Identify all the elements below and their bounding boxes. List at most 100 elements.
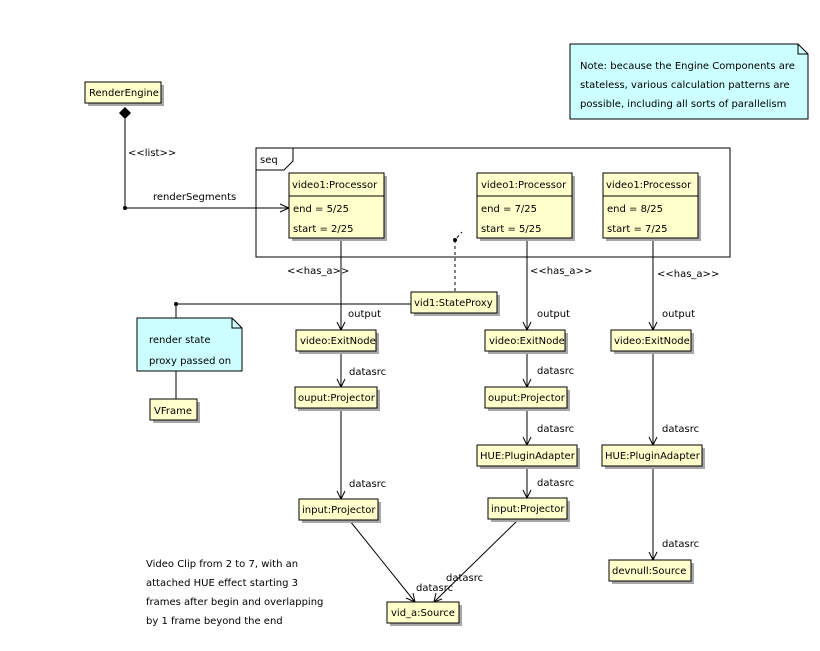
note-fold [797, 44, 808, 55]
processor-2: video1:Processor end = 7/25 start = 5/25 [476, 172, 575, 241]
has-a-label-1: <<has_a>> [287, 266, 349, 277]
edge-labels: <<list>> renderSegments <<has_a>> <<has_… [128, 148, 719, 594]
box [484, 386, 568, 409]
box [149, 398, 198, 421]
note-shape [136, 317, 243, 372]
vframe-box: VFrame [149, 398, 200, 423]
box [610, 329, 692, 352]
vid-a-source: vid_a:Source [386, 601, 462, 626]
note-line-3: possible, including all sorts of paralle… [580, 99, 786, 110]
exit-node-1: video:ExitNode [295, 329, 379, 354]
devnull-source-label: devnull:Source [612, 566, 686, 577]
frame-tab [256, 148, 294, 171]
hue-plugin-adapter-3: HUE:PluginAdapter [601, 444, 705, 469]
has-a-label-2: <<has_a>> [530, 266, 592, 277]
processor-3: video1:Processor end = 8/25 start = 7/25 [602, 172, 701, 241]
hue-adapter-label: HUE:PluginAdapter [605, 451, 701, 462]
box [298, 498, 379, 521]
note-line-1: render state [149, 335, 211, 346]
exit-node-label: video:ExitNode [614, 336, 690, 347]
render-engine-label: RenderEngine [89, 88, 159, 99]
box [484, 329, 566, 352]
datasrc-label: datasrc [537, 478, 574, 489]
note-line-1: Note: because the Engine Components are [580, 61, 795, 72]
processor-title: video1:Processor [292, 180, 378, 191]
box [294, 386, 378, 409]
box [476, 444, 578, 467]
state-proxy-label: vid1:StateProxy [414, 298, 493, 309]
datasrc-label: datasrc [349, 479, 386, 490]
aggregation-diamond [119, 107, 131, 119]
box [386, 601, 460, 624]
vframe-label: VFrame [154, 406, 192, 417]
seq-frame: seq [255, 147, 731, 258]
clip-caption: Video Clip from 2 to 7, with an attached… [146, 559, 323, 627]
datasrc-label: datasrc [662, 539, 699, 550]
box [288, 172, 385, 239]
exit-node-2: video:ExitNode [484, 329, 568, 354]
junction-dot [174, 302, 178, 306]
input1-to-source [349, 520, 416, 603]
box [601, 444, 703, 467]
input-projector-label: input:Projector [491, 504, 565, 515]
processor-title: video1:Processor [606, 180, 692, 191]
input-projector-label: input:Projector [302, 505, 376, 516]
exit-node-label: video:ExitNode [300, 336, 376, 347]
has-a-label-3: <<has_a>> [657, 269, 719, 280]
box [476, 172, 573, 239]
state-proxy-box: vid1:StateProxy [410, 291, 500, 316]
caption-line-2: attached HUE effect starting 3 [146, 578, 298, 589]
processor-end: end = 7/25 [481, 204, 537, 215]
processor-title: video1:Processor [481, 180, 567, 191]
engine-components-note: Note: because the Engine Components are … [569, 43, 809, 120]
exit-node-3: video:ExitNode [610, 329, 694, 354]
junction-dot [453, 238, 457, 242]
output-label-1: output [348, 309, 381, 320]
input-projector-1: input:Projector [298, 498, 381, 523]
input-projector-2: input:Projector [487, 497, 570, 522]
caption-line-1: Video Clip from 2 to 7, with an [146, 559, 298, 570]
render-engine-box: RenderEngine [84, 81, 164, 106]
list-stereotype: <<list>> [128, 148, 176, 159]
processor-start: start = 5/25 [481, 224, 541, 235]
frame-label: seq [260, 155, 278, 166]
frame-border [255, 147, 731, 258]
processor-start: start = 2/25 [293, 224, 353, 235]
processor-end: end = 5/25 [293, 204, 349, 215]
input2-to-source [433, 519, 519, 603]
output-label-3: output [662, 309, 695, 320]
caption-line-4: by 1 frame beyond the end [146, 616, 283, 627]
box [295, 329, 377, 352]
caption-line-3: frames after begin and overlapping [146, 597, 323, 608]
processor-end: end = 8/25 [607, 204, 663, 215]
processor-1: video1:Processor end = 5/25 start = 2/25 [288, 172, 387, 241]
datasrc-label: datasrc [349, 367, 386, 378]
output-label-2: output [537, 309, 570, 320]
datasrc-label: datasrc [416, 583, 453, 594]
devnull-source: devnull:Source [608, 559, 694, 584]
hue-plugin-adapter-2: HUE:PluginAdapter [476, 444, 580, 469]
box [410, 291, 498, 314]
note-line-2: stateless, various calculation patterns … [580, 80, 790, 91]
note-fold [231, 318, 242, 329]
junction-dot [123, 206, 127, 210]
note-shape [569, 43, 809, 120]
ouput-projector-label: ouput:Projector [298, 393, 376, 404]
datasrc-label: datasrc [662, 424, 699, 435]
processor-start: start = 7/25 [607, 224, 667, 235]
datasrc-label: datasrc [537, 366, 574, 377]
ouput-projector-2: ouput:Projector [484, 386, 570, 411]
ouput-projector-1: ouput:Projector [294, 386, 380, 411]
box [84, 81, 162, 104]
datasrc-label: datasrc [446, 573, 483, 584]
vid-a-source-label: vid_a:Source [391, 608, 455, 619]
render-state-note: render state proxy passed on [136, 317, 243, 372]
note-line-2: proxy passed on [149, 356, 231, 367]
box [602, 172, 699, 239]
datasrc-label: datasrc [537, 424, 574, 435]
box [487, 497, 568, 520]
box [608, 559, 692, 582]
hue-adapter-label: HUE:PluginAdapter [480, 451, 576, 462]
ouput-projector-label: ouput:Projector [488, 393, 566, 404]
